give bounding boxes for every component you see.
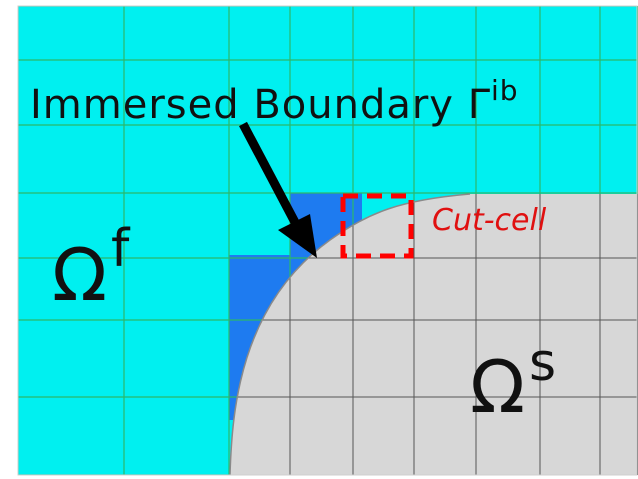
cut-cell-label: Cut-cell: [432, 203, 547, 238]
boundary-superscript: ib: [491, 74, 519, 107]
cut-cell-marker: [340, 193, 414, 259]
boundary-arrow: [239, 121, 317, 258]
immersed-boundary-label: Immersed Boundary Γib: [30, 74, 519, 128]
solid-domain-label: Ωs: [470, 333, 556, 429]
figure-border: [17, 5, 638, 476]
fluid-superscript: f: [111, 219, 131, 279]
solid-domain: [230, 194, 638, 475]
solid-superscript: s: [529, 333, 556, 393]
fluid-domain-label: Ωf: [52, 219, 131, 317]
